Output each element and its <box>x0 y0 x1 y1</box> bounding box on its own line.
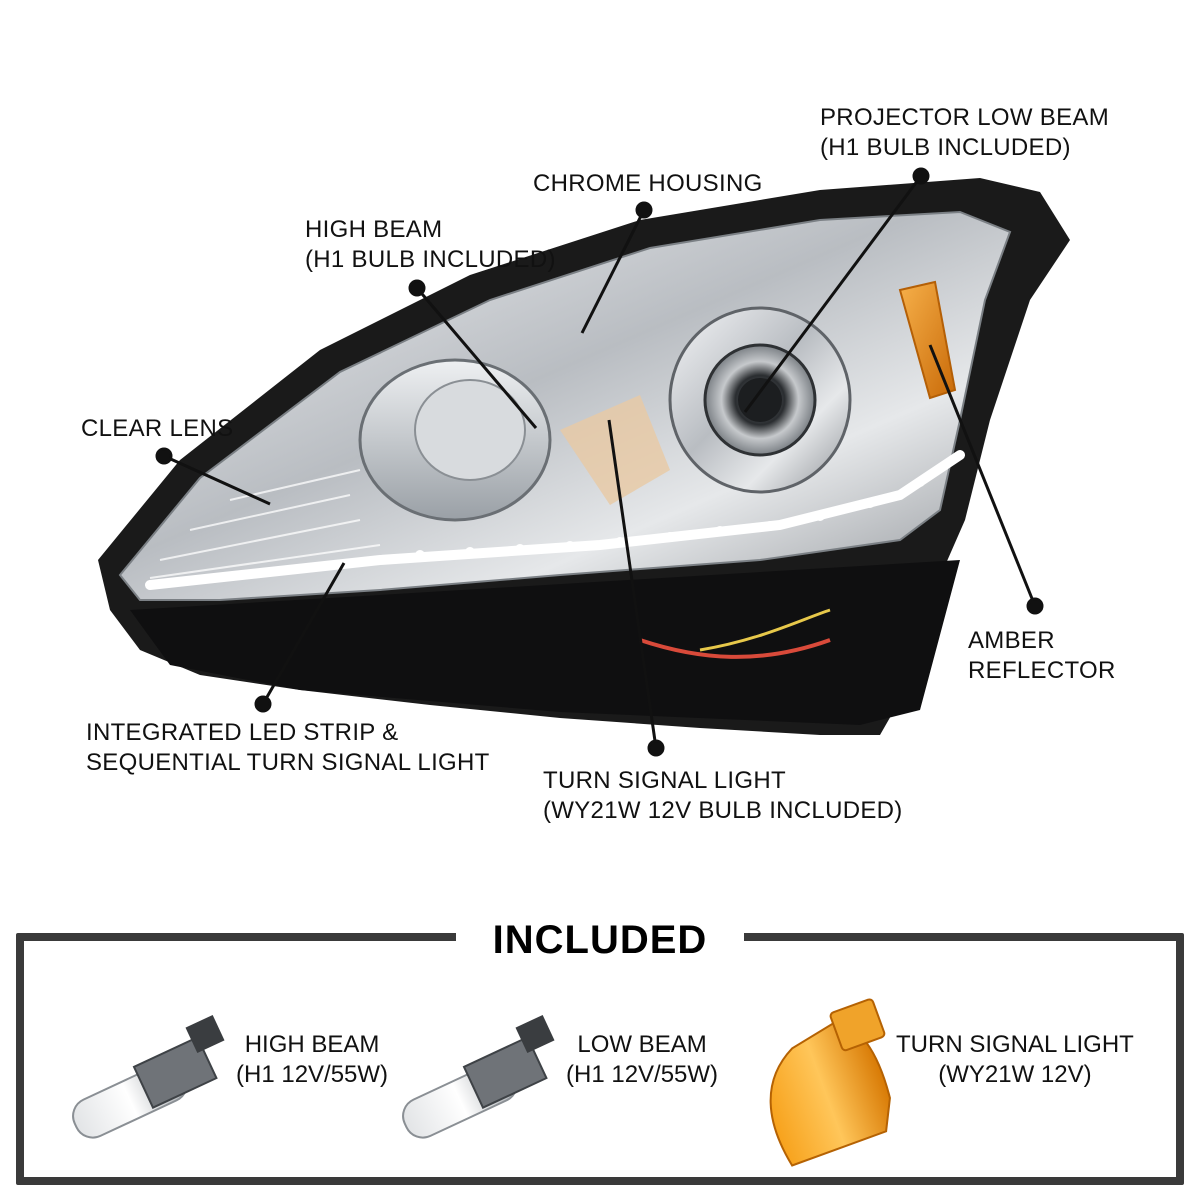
included-title-mask <box>456 918 744 962</box>
leader-dot-projector <box>912 167 930 185</box>
turn-signal-zone <box>560 395 670 505</box>
wire-yellow <box>699 608 831 652</box>
headlight-assembly <box>98 178 1070 735</box>
included-item-low-beam: LOW BEAM (H1 12V/55W) <box>566 1030 718 1090</box>
callout-high-beam-line1: HIGH BEAM <box>305 216 443 243</box>
chrome-body <box>118 210 1012 601</box>
leader-dot-chrome-housing <box>635 201 653 219</box>
callout-high-beam-line2: (H1 BULB INCLUDED) <box>305 246 556 273</box>
leader-dot-high-beam <box>408 279 426 297</box>
callout-projector-line2: (H1 BULB INCLUDED) <box>820 134 1071 161</box>
wire-red <box>639 638 831 659</box>
callout-led-line2: SEQUENTIAL TURN SIGNAL LIGHT <box>86 749 490 776</box>
callout-led-line1: INTEGRATED LED STRIP & <box>86 719 399 746</box>
h1-bulb-high-beam <box>72 1014 225 1139</box>
callout-clear-lens: CLEAR LENS <box>81 414 233 444</box>
high-beam-inner <box>414 379 526 481</box>
h1-bulb-low-beam <box>402 1014 555 1139</box>
included-item-high-beam: HIGH BEAM (H1 12V/55W) <box>236 1030 388 1090</box>
included-low-beam-line2: (H1 12V/55W) <box>566 1061 719 1088</box>
callout-amber-reflector: AMBER REFLECTOR <box>968 626 1116 686</box>
leader-dot-turn-signal <box>647 739 665 757</box>
lower-housing <box>130 560 960 725</box>
leader-dot-clear-lens <box>155 447 173 465</box>
callout-turn-signal: TURN SIGNAL LIGHT (WY21W 12V BULB INCLUD… <box>543 766 903 826</box>
callout-clear-lens-line1: CLEAR LENS <box>81 415 234 442</box>
leader-dot-amber-reflector <box>1026 597 1044 615</box>
included-turn-line1: TURN SIGNAL LIGHT <box>896 1031 1134 1058</box>
callout-turn-line1: TURN SIGNAL LIGHT <box>543 767 786 794</box>
callout-amber-line2: REFLECTOR <box>968 657 1116 684</box>
projector-center <box>738 378 782 422</box>
callout-amber-line1: AMBER <box>968 627 1055 654</box>
included-turn-line2: (WY21W 12V) <box>938 1061 1092 1088</box>
callout-chrome-housing: CHROME HOUSING <box>533 169 763 199</box>
callout-turn-line2: (WY21W 12V BULB INCLUDED) <box>543 797 903 824</box>
included-low-beam-line1: LOW BEAM <box>577 1031 707 1058</box>
callout-chrome-line1: CHROME HOUSING <box>533 170 763 197</box>
callout-projector-low-beam: PROJECTOR LOW BEAM (H1 BULB INCLUDED) <box>820 103 1109 163</box>
callout-leaders <box>155 167 1044 757</box>
led-dots <box>415 477 925 560</box>
included-high-beam-line1: HIGH BEAM <box>244 1031 380 1058</box>
leader-dot-led-strip <box>254 695 272 713</box>
callout-high-beam: HIGH BEAM (H1 BULB INCLUDED) <box>305 215 556 275</box>
wy21w-bulb <box>769 998 891 1167</box>
callout-projector-line1: PROJECTOR LOW BEAM <box>820 104 1109 131</box>
callout-led-strip: INTEGRATED LED STRIP & SEQUENTIAL TURN S… <box>86 718 490 778</box>
included-item-turn-signal: TURN SIGNAL LIGHT (WY21W 12V) <box>896 1030 1134 1090</box>
included-high-beam-line2: (H1 12V/55W) <box>236 1061 389 1088</box>
included-title: INCLUDED <box>492 918 708 962</box>
